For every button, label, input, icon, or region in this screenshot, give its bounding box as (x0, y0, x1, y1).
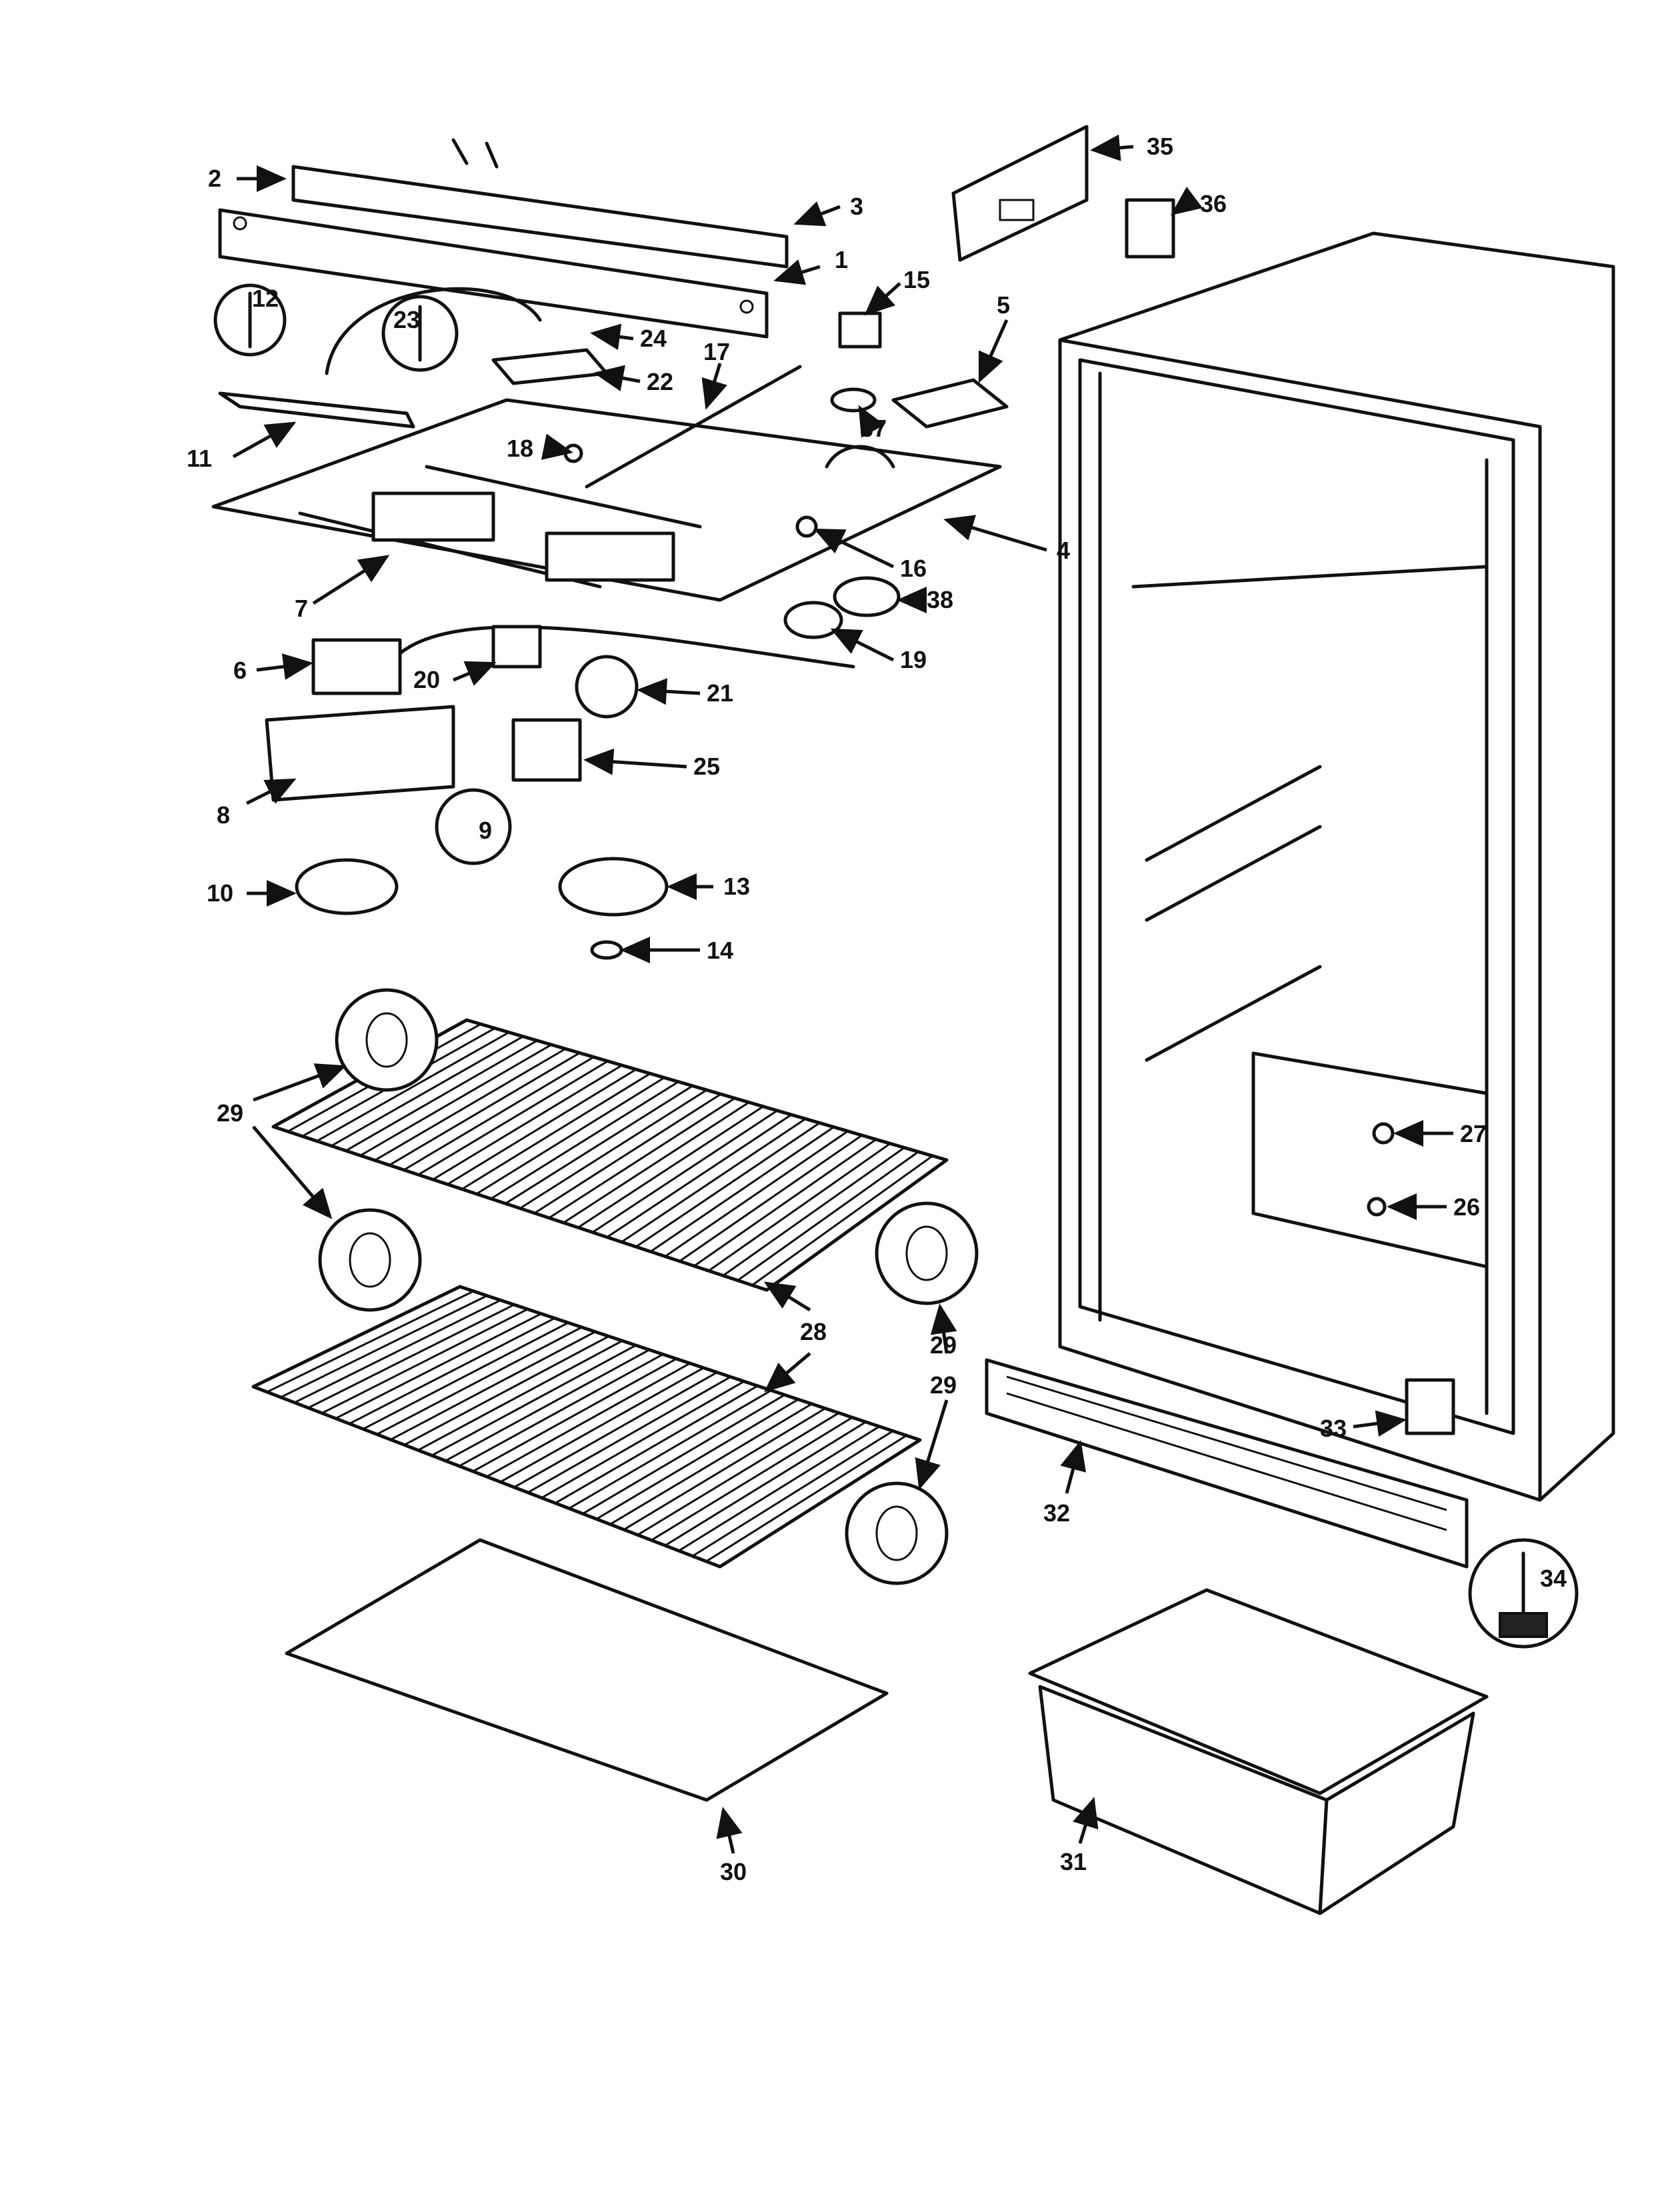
label-part-38: 38 (927, 586, 953, 613)
label-part-6: 6 (233, 657, 247, 684)
part-33-hinge (1405, 1378, 1455, 1435)
label-part-3: 3 (850, 193, 863, 220)
label-part-34: 34 (1540, 1565, 1567, 1592)
label-part-9: 9 (479, 817, 492, 844)
part-8-box (265, 705, 455, 802)
part-15-switch (838, 311, 882, 349)
label-part-29-c: 29 (930, 1371, 957, 1399)
label-part-13: 13 (723, 873, 750, 900)
top-cover-plate (211, 398, 1002, 602)
cover-22 (491, 348, 609, 385)
label-part-2: 2 (208, 165, 221, 192)
part-5-cover (891, 378, 1009, 429)
label-part-25: 25 (693, 753, 720, 780)
part-27-clip (1372, 1122, 1395, 1145)
label-part-4: 4 (1057, 537, 1070, 564)
label-part-20: 20 (413, 666, 440, 693)
label-part-17: 17 (703, 338, 730, 365)
detail-circle-29-c (875, 1201, 979, 1305)
part-30-glass-shelf (285, 1538, 889, 1802)
label-part-10: 10 (207, 879, 233, 907)
label-part-1: 1 (835, 246, 848, 273)
label-part-37: 37 (860, 415, 887, 442)
part-14-washer (590, 940, 623, 960)
label-part-15: 15 (903, 266, 930, 293)
part-17-rod (585, 365, 802, 489)
part-19-ring (783, 601, 843, 639)
label-part-26: 26 (1453, 1193, 1480, 1221)
part-20-socket (491, 625, 542, 669)
label-part-18: 18 (507, 435, 533, 462)
label-part-16: 16 (900, 555, 927, 582)
label-part-19: 19 (900, 646, 927, 673)
detail-circle-29-d (845, 1481, 949, 1585)
leader-lines (232, 134, 1453, 1854)
label-part-7: 7 (295, 595, 308, 622)
detail-circle-29-a (335, 988, 439, 1092)
label-part-12: 12 (252, 285, 279, 312)
label-part-32: 32 (1043, 1499, 1070, 1527)
detail-circle-9 (435, 788, 512, 865)
label-part-29-a: 29 (217, 1099, 243, 1127)
part-13-knob (558, 857, 669, 917)
label-part-29-b: 29 (930, 1331, 957, 1359)
part-38-disc (833, 576, 901, 617)
label-part-11: 11 (187, 445, 212, 472)
part-36-switch (1125, 198, 1175, 259)
bracket-11 (218, 391, 415, 429)
part-25-switch (511, 718, 582, 782)
label-part-24: 24 (640, 325, 667, 352)
label-part-23: 23 (393, 306, 420, 333)
detail-circle-23 (381, 295, 459, 372)
part-number-labels: 1 2 3 4 5 6 7 8 9 10 11 12 13 14 15 16 1… (187, 133, 1567, 1885)
label-part-28: 28 (800, 1318, 827, 1345)
part-21-bulb (575, 655, 639, 719)
label-part-22: 22 (647, 368, 673, 395)
label-part-36: 36 (1200, 190, 1227, 217)
shelf-lower (251, 1285, 922, 1569)
top-trim-bar (218, 138, 789, 339)
label-part-31: 31 (1060, 1848, 1087, 1875)
detail-circle-29-b (318, 1208, 422, 1312)
part-6-thermostat (311, 638, 402, 695)
label-part-33: 33 (1320, 1415, 1347, 1442)
part-10-knob (295, 858, 399, 915)
part-31-crisper (1028, 1588, 1489, 1795)
part-16-clip (795, 515, 818, 538)
label-part-27: 27 (1460, 1120, 1487, 1147)
capillary-tube (398, 625, 855, 669)
label-part-21: 21 (707, 679, 733, 707)
part-32-grille (985, 1358, 1469, 1569)
part-37-washer (830, 387, 877, 413)
label-part-8: 8 (217, 801, 230, 829)
part-26-screw (1367, 1197, 1387, 1217)
part-18-screw (563, 443, 583, 463)
label-part-30: 30 (720, 1858, 747, 1885)
cabinet-body (1058, 231, 1615, 1502)
wire-harness (325, 287, 542, 375)
label-part-35: 35 (1147, 133, 1173, 160)
label-part-5: 5 (997, 291, 1010, 319)
detail-circle-12 (213, 283, 287, 357)
part-35-plate (951, 125, 1089, 262)
label-part-14: 14 (707, 937, 733, 964)
